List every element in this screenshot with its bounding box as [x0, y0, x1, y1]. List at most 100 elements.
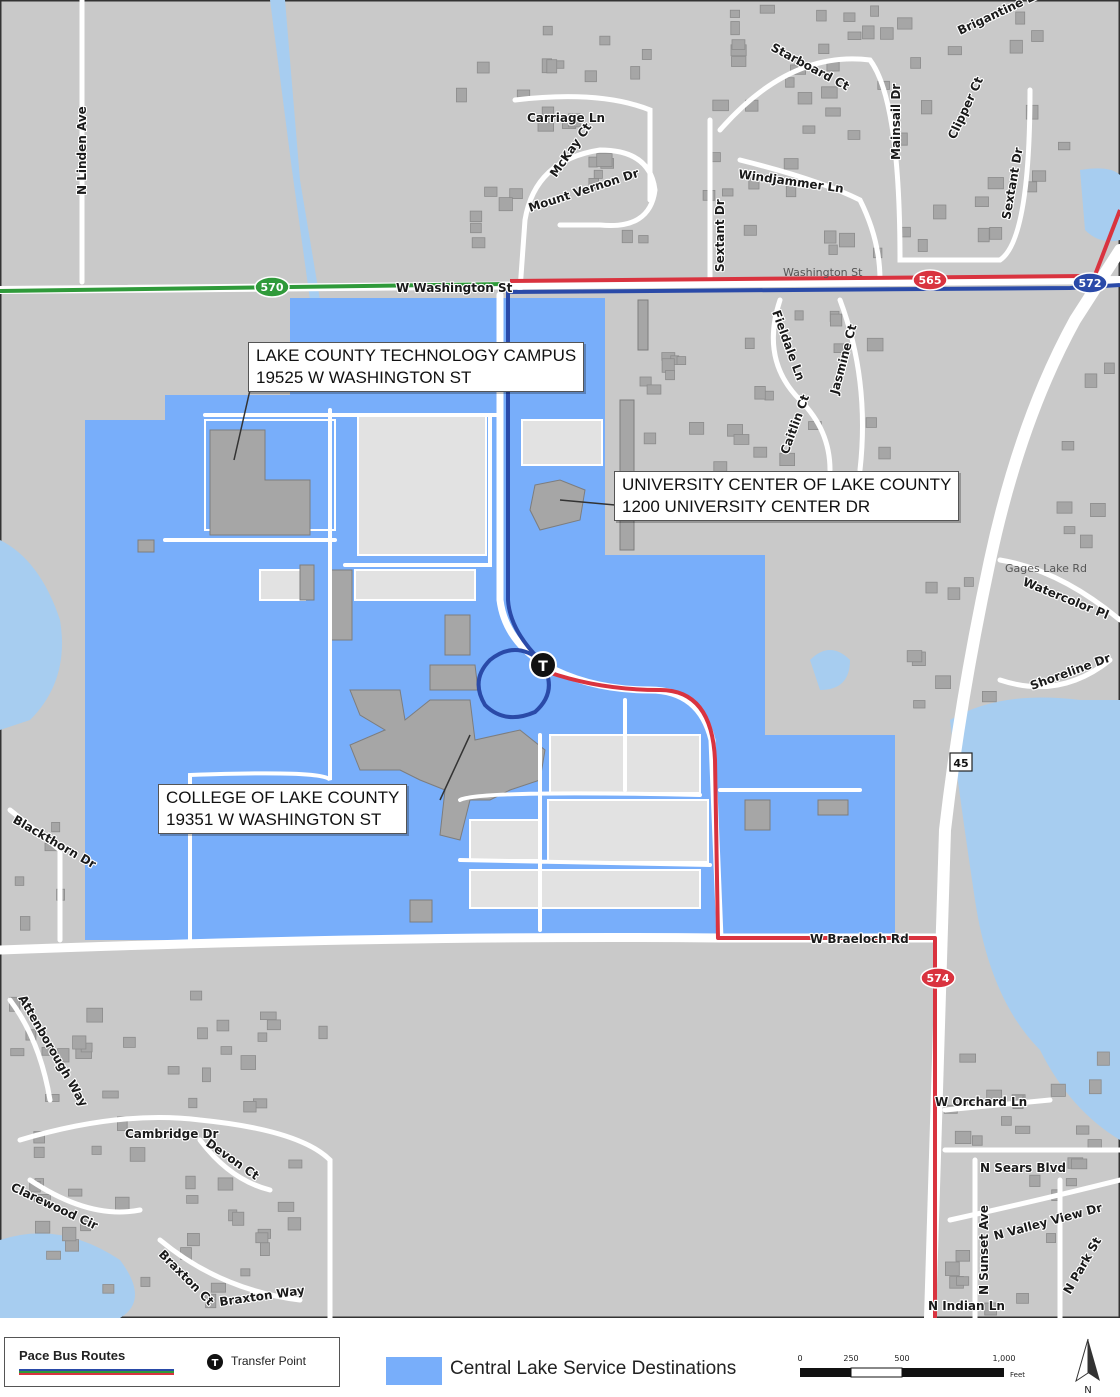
label-n-indian: N Indian Ln	[928, 1299, 1005, 1313]
house	[816, 9, 827, 22]
house	[232, 1211, 245, 1226]
shield-572: 572	[1072, 272, 1108, 294]
house	[825, 107, 841, 117]
house	[1032, 170, 1047, 182]
house	[546, 59, 558, 74]
route-572-loop	[476, 648, 551, 720]
university-center-name: UNIVERSITY CENTER OF LAKE COUNTY	[622, 475, 952, 494]
scale-tick-250: 250	[843, 1354, 858, 1363]
highway-45-shield: 45	[949, 752, 973, 772]
house	[785, 77, 795, 88]
house	[921, 100, 933, 115]
house	[989, 226, 1003, 240]
house	[190, 990, 203, 1001]
house	[676, 356, 687, 366]
house	[744, 337, 755, 350]
house	[588, 177, 600, 189]
house	[201, 1067, 211, 1083]
house	[277, 1201, 295, 1212]
house	[484, 186, 498, 197]
house	[974, 196, 989, 207]
house	[646, 384, 662, 395]
house	[733, 434, 750, 445]
house	[186, 1195, 199, 1204]
house	[257, 1032, 268, 1042]
house	[917, 238, 928, 252]
house	[933, 204, 947, 220]
house	[1031, 30, 1044, 42]
house	[783, 158, 799, 170]
house	[217, 1177, 234, 1191]
house	[72, 1035, 87, 1050]
house	[14, 876, 25, 886]
house	[115, 1196, 130, 1211]
house	[584, 70, 597, 83]
label-w-orchard: W Orchard Ln	[935, 1095, 1027, 1109]
house	[913, 700, 926, 709]
house	[287, 1217, 302, 1231]
house	[794, 310, 804, 321]
house	[1076, 1125, 1090, 1135]
house	[1015, 11, 1026, 25]
house	[509, 188, 523, 199]
legend-destination-swatch	[386, 1357, 442, 1385]
house	[259, 1011, 277, 1020]
water-bodies	[0, 0, 1120, 1318]
house	[220, 1046, 233, 1055]
house	[1015, 1125, 1031, 1134]
house	[80, 1216, 91, 1232]
house	[972, 1135, 983, 1146]
shield-570: 570	[254, 276, 290, 298]
house	[935, 675, 951, 689]
scale-bar: 0 250 500 1,000 Feet	[797, 1354, 1025, 1379]
house	[471, 237, 486, 249]
house	[982, 691, 997, 703]
house	[542, 25, 553, 36]
house	[68, 1188, 83, 1197]
house	[1084, 373, 1098, 388]
house	[712, 99, 729, 112]
house	[828, 244, 838, 255]
house	[41, 1047, 53, 1056]
house	[1096, 1051, 1110, 1066]
house	[255, 1232, 269, 1244]
house	[593, 169, 603, 179]
legend-transfer-label: Transfer Point	[231, 1354, 306, 1368]
house	[65, 1239, 80, 1252]
house	[764, 390, 774, 401]
house	[722, 188, 734, 197]
shield-572-label: 572	[1079, 277, 1102, 290]
north-arrow-icon: N	[1075, 1338, 1100, 1395]
label-n-sunset: N Sunset Ave	[977, 1205, 991, 1295]
house	[1063, 526, 1076, 535]
house	[954, 1130, 972, 1145]
route-565-spur	[1093, 209, 1120, 276]
house	[1089, 1079, 1102, 1095]
house	[729, 9, 740, 18]
house	[947, 46, 962, 56]
transfer-point-marker: T	[529, 651, 557, 679]
legend-bus-routes: Pace Bus Routes T Transfer Point	[4, 1337, 340, 1387]
house	[621, 229, 633, 244]
house	[516, 89, 531, 98]
house	[1046, 1233, 1057, 1244]
house	[689, 421, 705, 435]
house	[956, 1276, 970, 1286]
house	[102, 1090, 119, 1099]
shield-574-label: 574	[927, 972, 950, 985]
house	[210, 1282, 227, 1293]
callout-college: COLLEGE OF LAKE COUNTY 19351 W WASHINGTO…	[158, 784, 408, 834]
scale-tick-1000: 1,000	[993, 1354, 1016, 1363]
house	[743, 224, 757, 236]
house	[33, 1146, 45, 1158]
house	[188, 1097, 198, 1109]
route-574-line	[547, 670, 937, 1318]
house	[1071, 1158, 1088, 1170]
label-n-linden: N Linden Ave	[75, 106, 89, 195]
house	[470, 222, 482, 234]
house	[925, 581, 938, 594]
house	[754, 385, 766, 400]
house	[847, 31, 862, 40]
callout-university-center: UNIVERSITY CENTER OF LAKE COUNTY 1200 UN…	[614, 471, 960, 521]
callout-tech-campus: LAKE COUNTY TECHNOLOGY CAMPUS 19525 W WA…	[248, 342, 585, 392]
